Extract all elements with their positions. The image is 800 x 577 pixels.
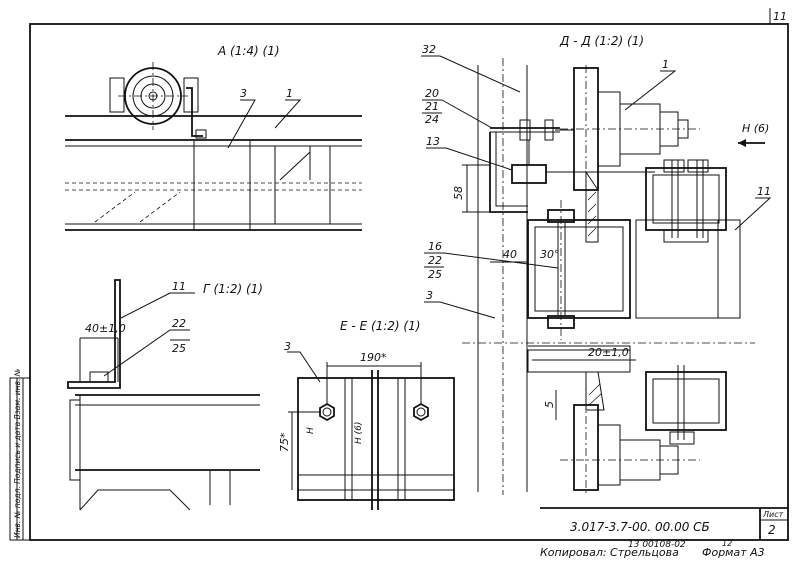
side-stamp: Инв. № подл. Подпись и дата Взам. инв. № — [13, 368, 22, 538]
side-stamp-box — [9, 377, 31, 541]
sheet-label: Лист — [762, 510, 784, 519]
view-e: Е - Е (1:2) (1) 190* 75* Н Н (6) 3 — [278, 319, 455, 510]
view-g-callout-11: 11 — [172, 280, 186, 293]
view-d-callout-3: 3 — [426, 289, 433, 302]
copied-by: Копировал: Стрельцова — [540, 546, 679, 559]
view-d-dim-58: 58 — [452, 186, 465, 200]
view-e-dim-height: 75* — [278, 432, 291, 452]
view-d-callout-32: 32 — [422, 43, 436, 56]
view-e-mark-n: Н — [306, 427, 316, 434]
corner-number: 11 — [773, 10, 787, 23]
view-g-title: Г (1:2) (1) — [203, 282, 263, 296]
view-e-title: Е - Е (1:2) (1) — [340, 319, 420, 333]
view-d-callout-20: 20 — [425, 87, 439, 100]
sheet-frame — [29, 23, 789, 541]
view-d-dim-5: 5 — [543, 401, 556, 408]
archive-stamp: 13 00108-02 — [628, 540, 686, 550]
view-d-callout-24: 24 — [425, 113, 439, 126]
view-d-dim-30deg: 30° — [540, 248, 560, 261]
paper-format: Формат А3 — [702, 546, 765, 559]
view-g-dim: 40±1,0 — [85, 322, 126, 335]
view-d-title: Д - Д (1:2) (1) — [559, 34, 644, 48]
view-d: Д - Д (1:2) (1) — [421, 34, 772, 495]
format-code: 12 — [722, 539, 732, 548]
view-a: А (1:4) (1) 3 1 — [65, 44, 362, 231]
view-d-callout-16: 16 — [428, 240, 442, 253]
view-g-callout-25: 25 — [172, 342, 186, 355]
title-block: 3.017-3.7-00. 00.00 СБ Лист 2 — [540, 507, 788, 540]
view-d-callout-13: 13 — [426, 135, 440, 148]
sheet-number: 2 — [768, 523, 776, 537]
view-a-callout-3: 3 — [240, 87, 247, 100]
view-g: Г (1:2) (1) 40±1,0 11 22 25 — [67, 279, 263, 511]
view-d-callout-1: 1 — [662, 58, 669, 71]
view-e-dim-width: 190* — [360, 351, 387, 364]
view-e-mark-n6: Н (6) — [354, 422, 364, 444]
view-e-callout-3: 3 — [284, 340, 291, 353]
view-d-callout-22: 22 — [428, 254, 442, 267]
view-a-title: А (1:4) (1) — [217, 44, 280, 58]
view-d-dim-40: 40 — [503, 248, 517, 261]
view-d-callout-25: 25 — [428, 268, 442, 281]
view-a-callout-1: 1 — [286, 87, 293, 100]
view-d-dim-20: 20±1,0 — [588, 346, 629, 359]
view-d-ref: Н (6) — [742, 122, 769, 135]
view-g-callout-22: 22 — [172, 317, 186, 330]
view-d-callout-21: 21 — [425, 100, 439, 113]
drawing-code: 3.017-3.7-00. 00.00 СБ — [570, 520, 710, 534]
view-d-callout-11: 11 — [757, 185, 771, 198]
